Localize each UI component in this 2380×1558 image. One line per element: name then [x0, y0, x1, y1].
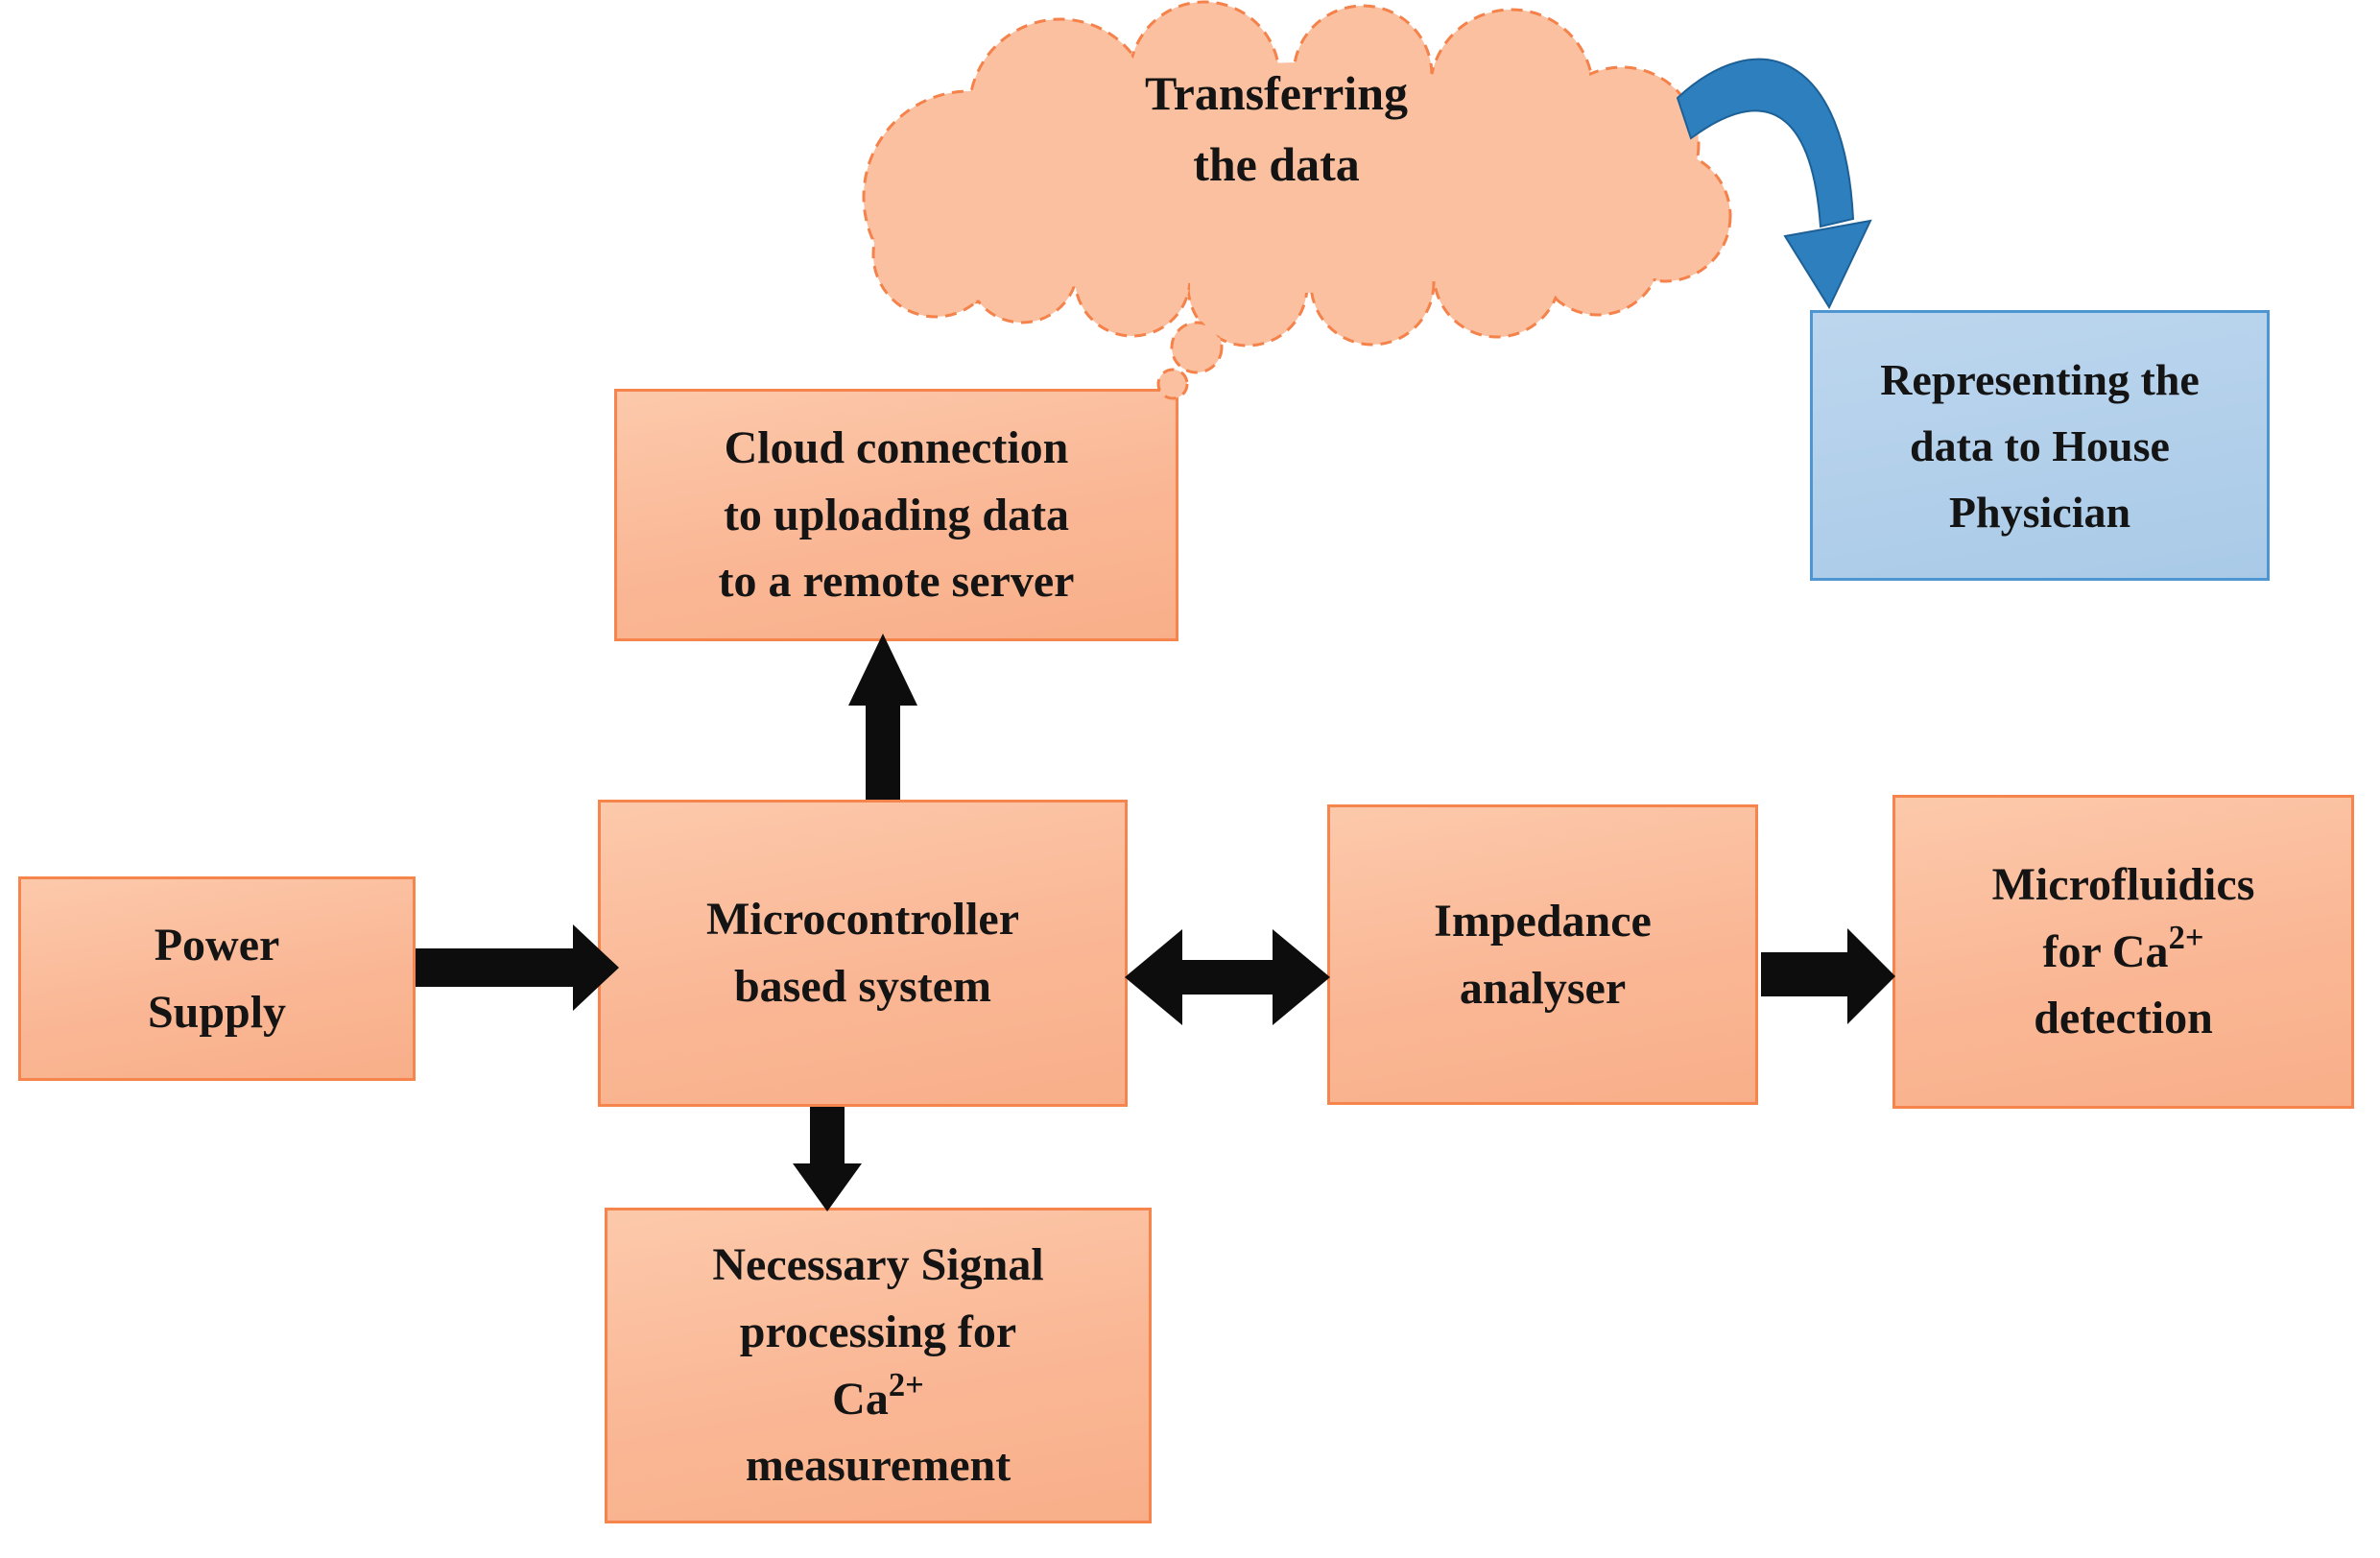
physician-label-line2: data to House — [1910, 420, 2170, 470]
cloud-label: Transferring the data — [1017, 58, 1535, 200]
physician-label-line3: Physician — [1948, 487, 2131, 537]
arrow-impedance-to-microfluidics — [1761, 928, 1895, 1024]
ca-superscript: 2+ — [888, 1366, 924, 1403]
impedance-label-line1: Impedance — [1434, 895, 1652, 947]
ca-text: Ca — [832, 1373, 889, 1425]
microfluidics-label-line2: for Ca2+ — [2042, 919, 2203, 986]
microcontroller-box: Microcontroller based system — [598, 800, 1128, 1107]
cloud-label-line2: the data — [1193, 137, 1360, 191]
arrow-power-to-microcontroller — [416, 924, 619, 1011]
ca-superscript: 2+ — [2168, 919, 2204, 956]
power-supply-label-line1: Power — [154, 919, 280, 971]
arrow-microcontroller-to-cloudconnection — [848, 634, 917, 800]
arrow-microcontroller-to-signalprocessing — [793, 1107, 862, 1211]
signal-processing-label-line2: processing for — [739, 1306, 1017, 1357]
arrow-microcontroller-impedance-bidirectional — [1125, 929, 1330, 1025]
power-supply-box: Power Supply — [18, 876, 416, 1081]
cloud-connection-box: Cloud connection to uploading data to a … — [614, 389, 1178, 641]
physician-box: Representing the data to House Physician — [1810, 310, 2270, 581]
cloud-label-line1: Transferring — [1144, 66, 1409, 120]
cloud-connection-label-line1: Cloud connection — [724, 422, 1069, 474]
ca-text: for Ca — [2042, 925, 2169, 977]
cloud-connection-label-line3: to a remote server — [718, 556, 1075, 608]
signal-processing-label-line4: measurement — [745, 1440, 1012, 1492]
signal-processing-label-line3: Ca2+ — [832, 1366, 924, 1433]
signal-processing-box: Necessary Signal processing for Ca2+ mea… — [605, 1208, 1152, 1523]
blue-curved-arrow — [1676, 58, 1872, 310]
microfluidics-label-line1: Microfluidics — [1991, 859, 2255, 911]
power-supply-label-line2: Supply — [147, 986, 287, 1038]
impedance-analyser-box: Impedance analyser — [1327, 804, 1758, 1105]
microfluidics-box: Microfluidics for Ca2+ detection — [1892, 795, 2354, 1109]
microfluidics-label-line3: detection — [2034, 993, 2213, 1044]
impedance-label-line2: analyser — [1459, 962, 1627, 1014]
physician-label-line1: Representing the — [1880, 354, 2200, 404]
cloud-connection-label-line2: to uploading data — [723, 489, 1070, 540]
microcontroller-label-line1: Microcontroller — [705, 894, 1020, 946]
microcontroller-label-line2: based system — [733, 961, 991, 1012]
signal-processing-label-line1: Necessary Signal — [712, 1239, 1044, 1291]
